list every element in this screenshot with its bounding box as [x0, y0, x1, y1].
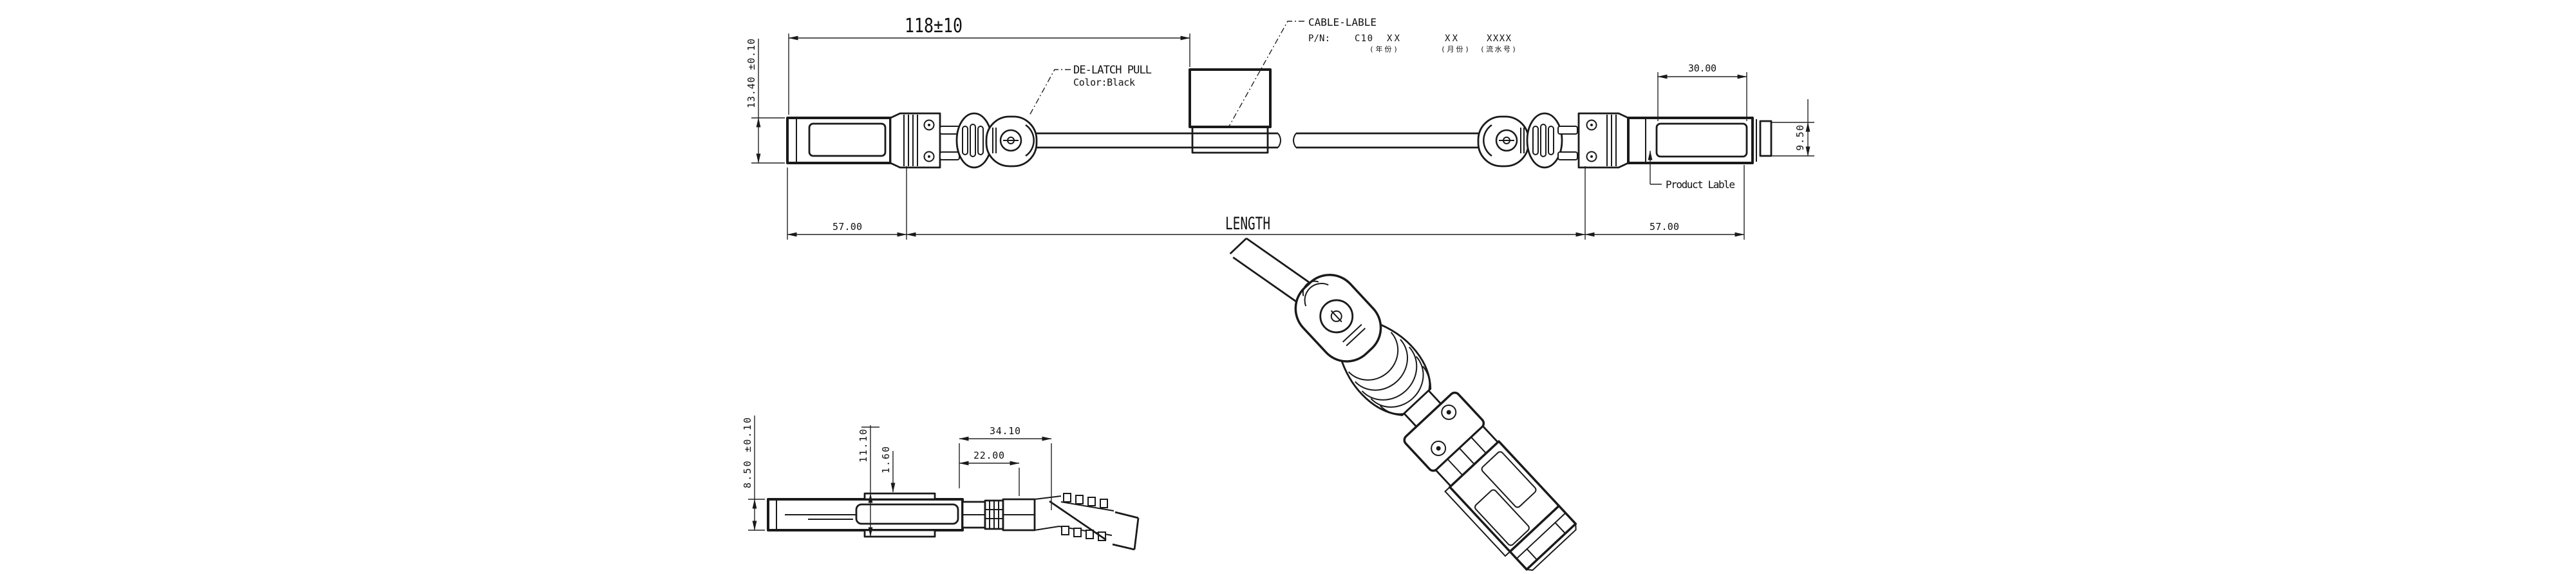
- dim-latch-thickness: 1.60: [880, 446, 896, 493]
- side-connector-body: [767, 492, 1036, 538]
- dim-cable-label-position-text: 118±10: [905, 15, 963, 37]
- dim-body-height-text: 8.50 ±0.10: [742, 417, 753, 488]
- dim-overall-height: 11.10: [858, 425, 879, 537]
- left-connector: [786, 112, 1038, 169]
- dim-cable-label-position: 118±10: [788, 15, 1190, 115]
- dim-nose-width: 9.50: [1772, 99, 1814, 157]
- iso-cable: [1229, 237, 1310, 303]
- cable-label-flag: [1189, 68, 1272, 128]
- side-strain-relief: [1034, 493, 1140, 551]
- dim-overall-height-text: 11.10: [858, 429, 869, 463]
- product-label-note: Product Lable: [1648, 150, 1735, 191]
- cable-label-pn-sub2: (月份): [1441, 45, 1469, 53]
- right-pull-tab: [1477, 115, 1530, 167]
- iso-body: [1444, 440, 1561, 557]
- cable-label-pn-code: C10: [1355, 33, 1373, 44]
- dim-right-connector-text: 57.00: [1650, 221, 1679, 233]
- cable-label-wrap: [1191, 126, 1269, 154]
- delatch-note-line1: DE-LATCH PULL: [1073, 64, 1152, 77]
- cable-label-pn-field2: XX: [1445, 33, 1458, 44]
- iso-nose: [1509, 504, 1577, 571]
- side-view: 8.50 ±0.10 11.10 1.60 34.10 22.00: [742, 416, 1140, 551]
- cable-label-pn-sub1: (年份): [1369, 44, 1398, 53]
- dim-connector-width-text: 13.40 ±0.10: [746, 39, 757, 108]
- dim-body-height: 8.50 ±0.10: [742, 416, 765, 531]
- cable-label-pn-sub3: (流水号): [1480, 44, 1516, 53]
- dim-backshell-length: 34.10: [959, 425, 1052, 510]
- right-connector: [1477, 112, 1772, 169]
- dim-length-row: 57.00 LENGTH 57.00: [787, 165, 1745, 240]
- cable-label-note: CABLE-LABLE P/N: C10 XX XX XXXX (年份) (月份…: [1228, 16, 1516, 127]
- dim-product-label-window-text: 30.00: [1688, 62, 1716, 74]
- product-label-window: [1655, 122, 1748, 158]
- cable-label-pn-prefix: P/N:: [1308, 33, 1330, 44]
- iso-pull-tab: [1294, 273, 1382, 363]
- left-pull-tab: [985, 115, 1038, 167]
- dim-connector-width: 13.40 ±0.10: [746, 39, 785, 164]
- connector-nose: [1759, 120, 1772, 157]
- product-label-text: Product Lable: [1666, 178, 1735, 191]
- delatch-note: DE-LATCH PULL Color:Black: [1029, 64, 1152, 116]
- iso-connector: [1294, 273, 1577, 571]
- dim-left-connector-text: 57.00: [832, 221, 862, 233]
- delatch-note-line2: Color:Black: [1073, 77, 1135, 88]
- dim-product-label-window: 30.00: [1657, 62, 1747, 121]
- top-view: 13.40 ±0.10 118±10 30.00 9.50 57.00: [746, 15, 1814, 240]
- dim-boot-length-text: 22.00: [973, 450, 1004, 461]
- cable-label-title: CABLE-LABLE: [1308, 16, 1377, 28]
- dim-backshell-length-text: 34.10: [990, 425, 1020, 437]
- dim-boot-length: 22.00: [959, 450, 1020, 496]
- dim-length-text: LENGTH: [1225, 214, 1270, 234]
- cable-label-pn-field3: XXXX: [1487, 33, 1512, 44]
- cable: [1037, 68, 1480, 154]
- cable-label-pn-field1: XX: [1387, 33, 1400, 44]
- dim-nose-width-text: 9.50: [1794, 125, 1806, 151]
- isometric-view: [1229, 237, 1577, 571]
- dim-latch-thickness-text: 1.60: [880, 446, 892, 474]
